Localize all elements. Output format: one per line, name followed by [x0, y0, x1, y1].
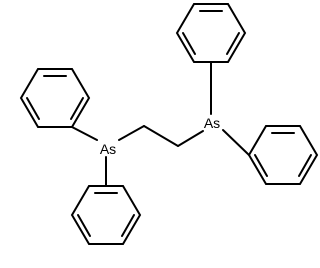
phenyl-ring-upper-right-outline — [175, 3, 247, 63]
phenyl-ring-lower-right-outline — [247, 125, 319, 185]
bond-left-arsenic-to-upper-left-ring — [71, 126, 98, 141]
phenyl-ring-upper-right-inner-bond-2 — [226, 32, 240, 55]
phenyl-ring-lower-left-inner-bond-2 — [121, 214, 135, 237]
phenyl-ring-lower-left — [70, 185, 142, 245]
bond-ethylene-to-right-arsenic — [177, 130, 204, 147]
phenyl-ring-upper-left-inner-bond-2 — [70, 97, 84, 120]
bond-right-arsenic-to-lower-right-ring — [222, 129, 250, 156]
bond-left-arsenic-to-ethylene — [118, 125, 145, 141]
phenyl-ring-lower-right-inner-bond-2 — [298, 154, 312, 177]
bond-ethylene-bridge — [143, 125, 179, 147]
left-arsenic-label: As — [100, 141, 116, 157]
phenyl-ring-lower-left-outline — [70, 185, 142, 245]
phenyl-ring-upper-left-outline — [19, 68, 91, 128]
phenyl-ring-upper-left — [19, 68, 91, 128]
right-arsenic-label: As — [204, 115, 220, 131]
connecting-bonds — [71, 61, 250, 187]
phenyl-ring-upper-right — [175, 3, 247, 63]
phenyl-ring-lower-right-inner-bond-3 — [254, 154, 268, 177]
phenyl-ring-lower-left-inner-bond-3 — [77, 214, 91, 237]
phenyl-ring-upper-left-inner-bond-3 — [26, 97, 40, 120]
phenyl-ring-lower-right — [247, 125, 319, 185]
phenyl-ring-upper-right-inner-bond-3 — [182, 32, 196, 55]
